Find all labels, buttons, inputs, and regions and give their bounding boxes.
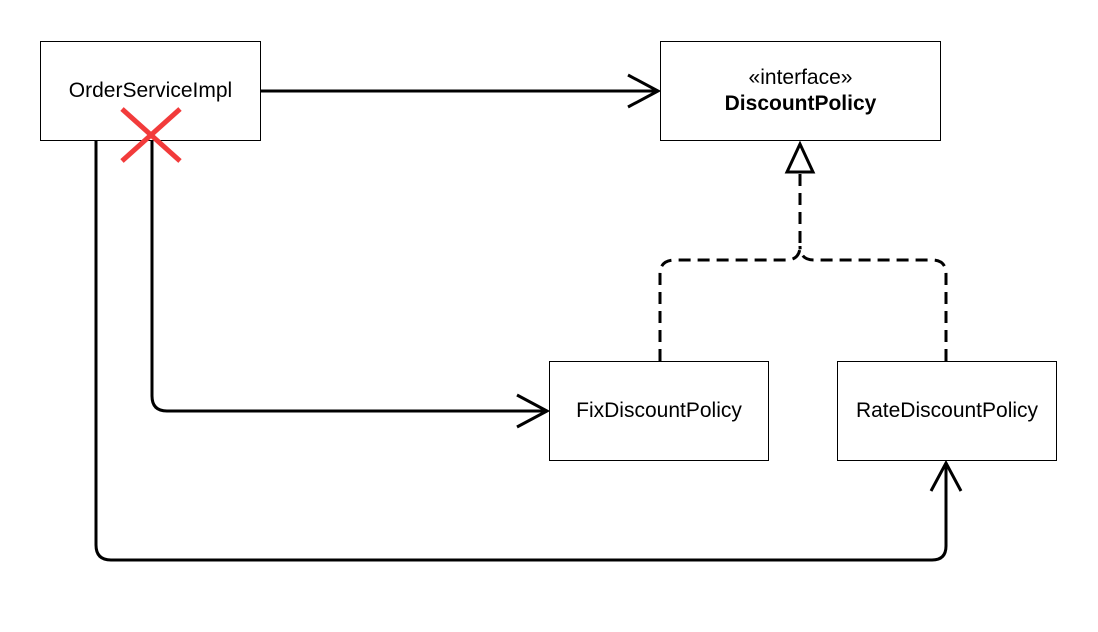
- red-x-icon: [120, 107, 182, 163]
- fix-discount-policy-label: FixDiscountPolicy: [576, 399, 742, 422]
- discount-policy-label: DiscountPolicy: [724, 92, 877, 115]
- interface-stereotype-label: «interface»: [748, 66, 853, 89]
- open-arrowhead-discount-policy: [627, 73, 662, 109]
- association-order-to-rate-policy: [94, 141, 948, 562]
- open-arrowhead-rate-policy: [929, 459, 963, 492]
- order-service-impl-box: OrderServiceImpl: [40, 41, 261, 141]
- open-arrowhead-fix-policy: [516, 393, 551, 429]
- realization-fix-policy: [658, 174, 802, 361]
- discount-policy-interface-box: «interface» DiscountPolicy: [660, 41, 941, 141]
- realization-rate-policy: [798, 245, 948, 361]
- rate-discount-policy-box: RateDiscountPolicy: [837, 361, 1057, 461]
- association-order-to-fix-policy: [150, 141, 547, 413]
- fix-discount-policy-box: FixDiscountPolicy: [549, 361, 769, 461]
- order-service-impl-label: OrderServiceImpl: [68, 79, 233, 102]
- hollow-triangle-arrowhead: [784, 140, 816, 174]
- rate-discount-policy-label: RateDiscountPolicy: [855, 399, 1039, 422]
